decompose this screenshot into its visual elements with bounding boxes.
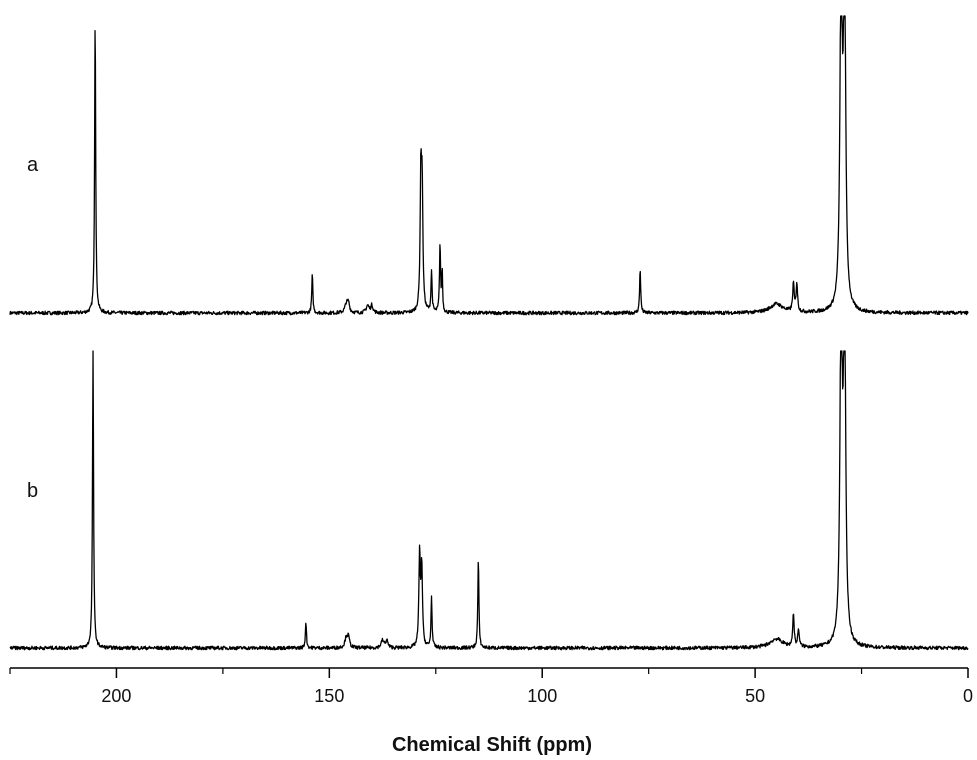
spectrum-line-b: [9, 350, 969, 651]
spectra-group: [9, 15, 969, 651]
spectrum-label-b: b: [27, 480, 38, 502]
x-ticks: 200 150 100 50 0: [9, 668, 973, 706]
x-axis: 200 150 100 50 0: [9, 667, 973, 706]
x-tick-label-200: 200: [101, 686, 131, 706]
x-tick-label-0: 0: [963, 686, 973, 706]
spectrum-line-a: [9, 15, 969, 316]
x-tick-label-100: 100: [527, 686, 557, 706]
x-axis-label: Chemical Shift (ppm): [392, 734, 592, 756]
spectrum-label-a: a: [27, 154, 39, 176]
x-tick-label-150: 150: [314, 686, 344, 706]
x-tick-label-50: 50: [745, 686, 765, 706]
